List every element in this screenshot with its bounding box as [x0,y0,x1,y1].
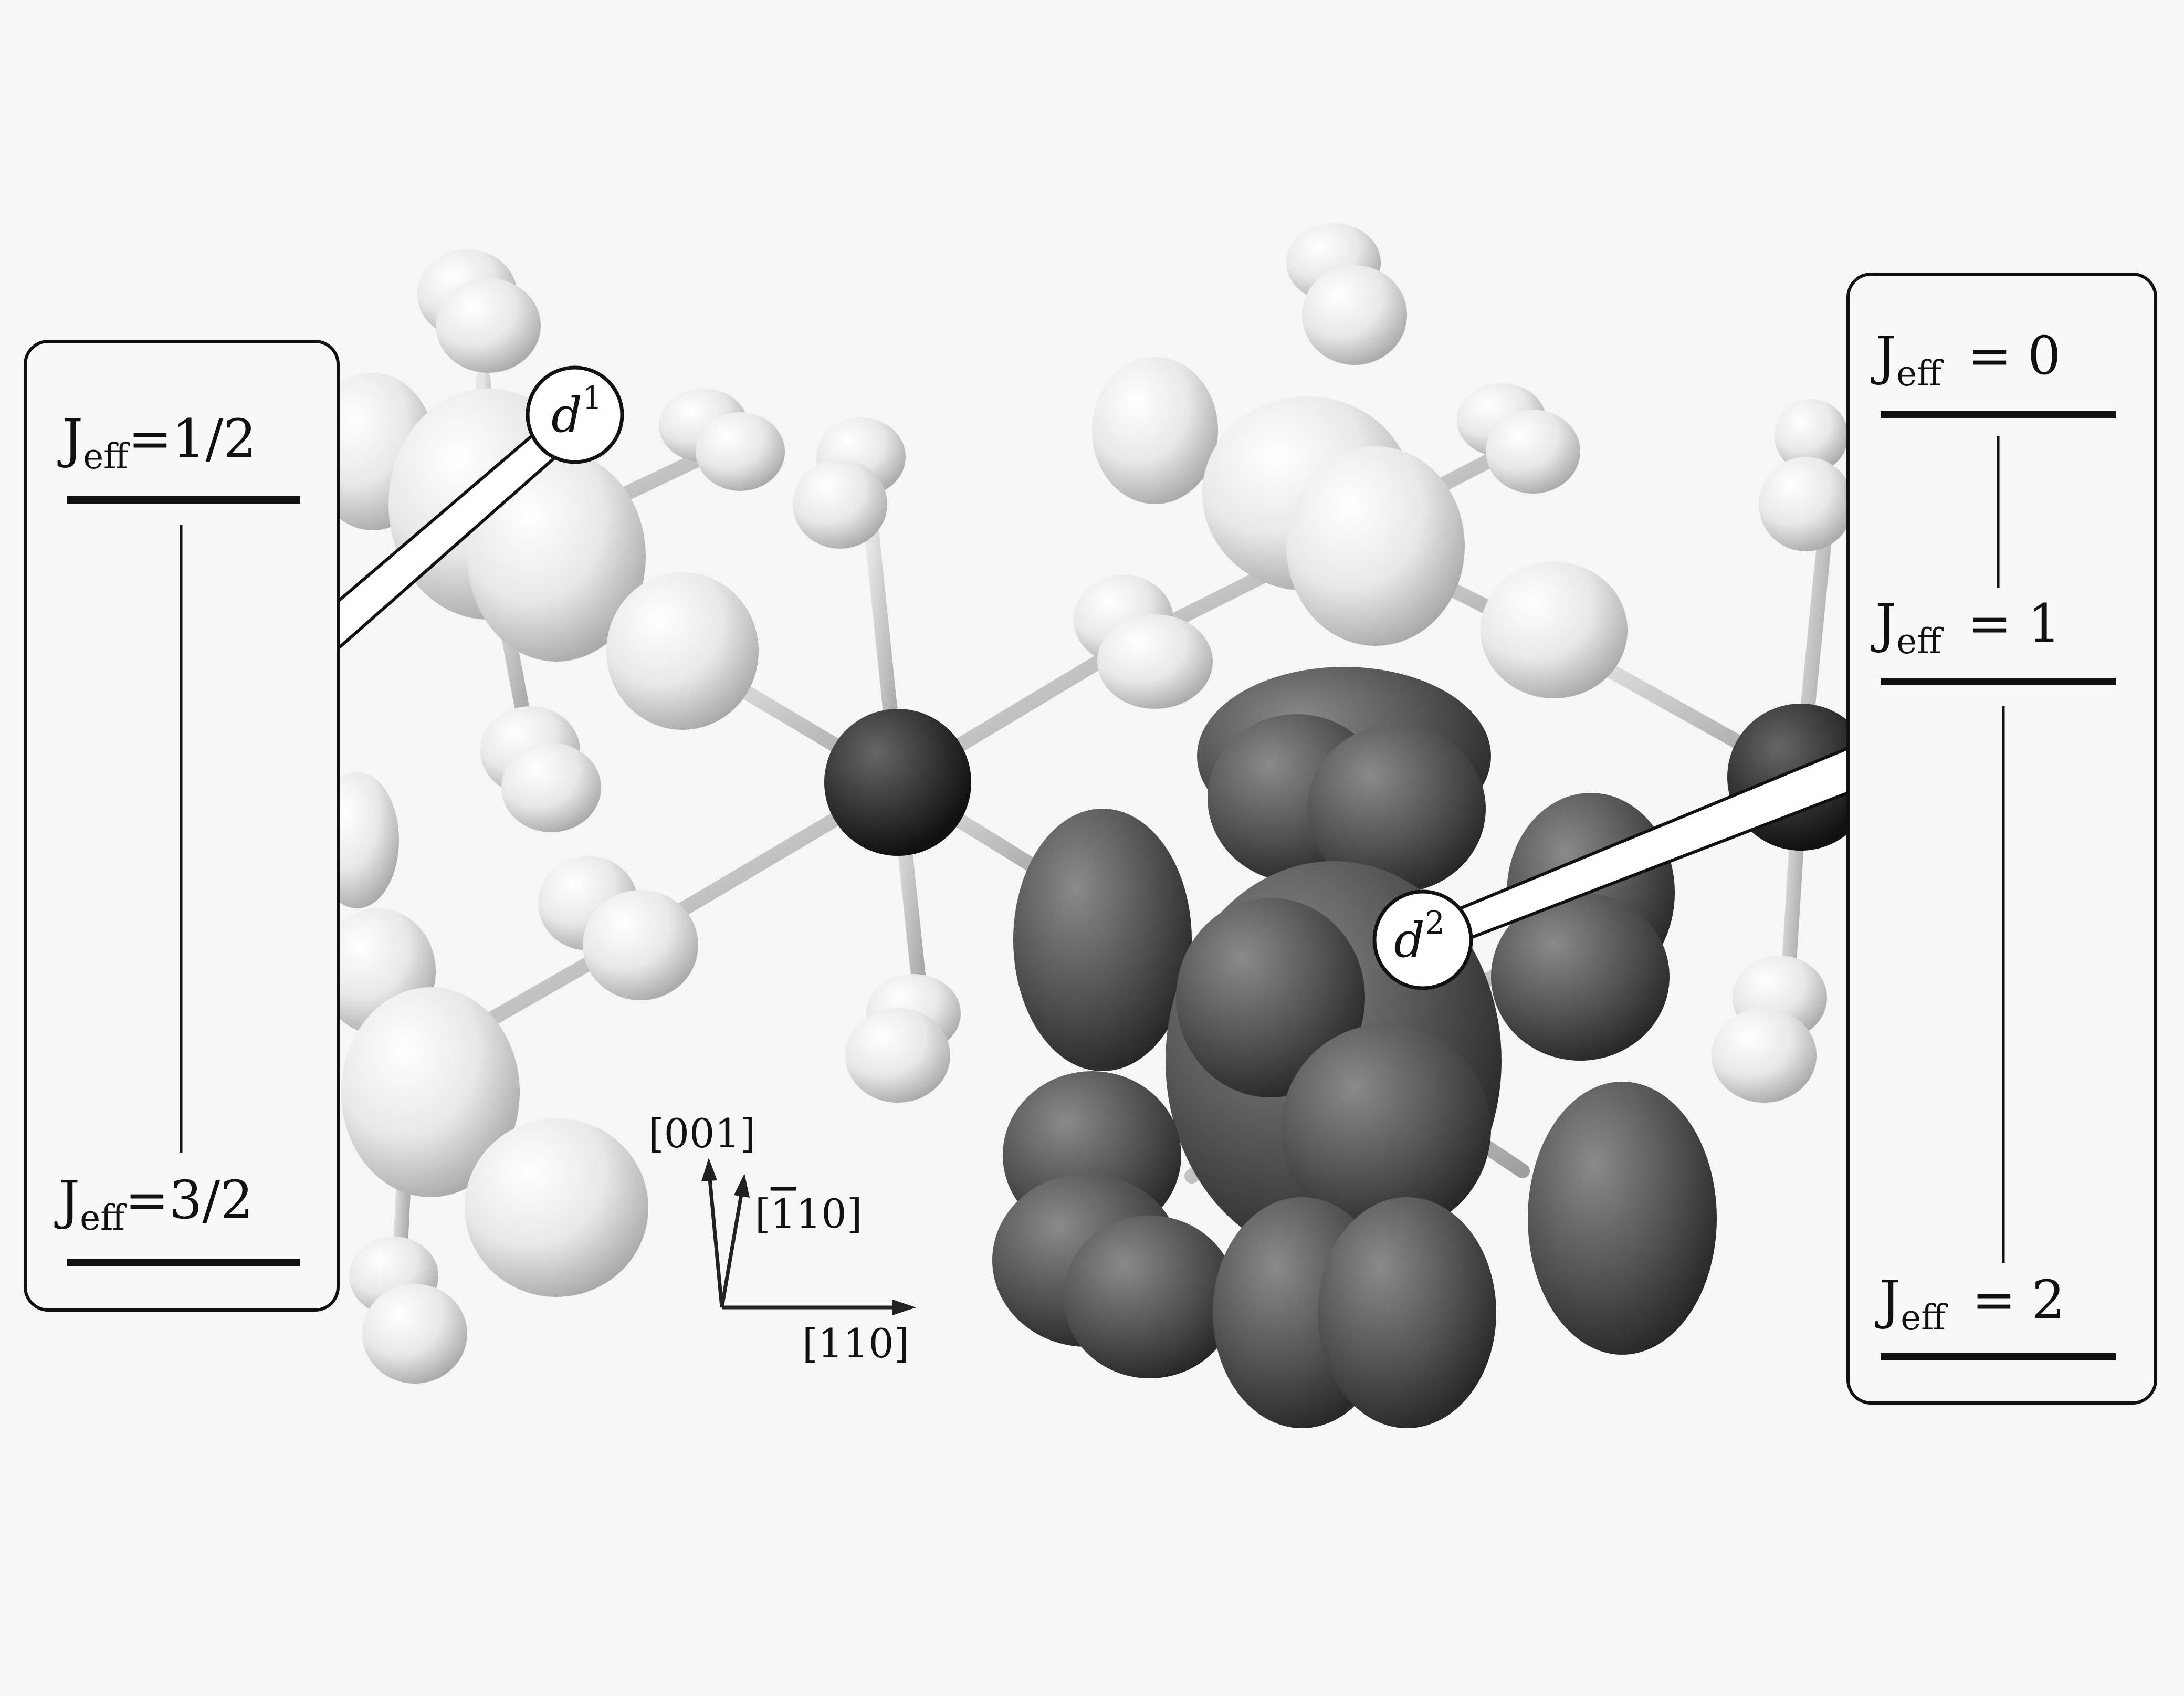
orbital-lobe [1774,399,1848,473]
level-label-jeff-1: Jeff=1 [1871,593,2061,662]
orbital-lobe [1712,1008,1816,1103]
level-label-jeff-2: Jeff=2 [1875,1269,2065,1338]
callout-label-d2: d2 [1394,905,1445,968]
axis-110-arrowhead [892,1300,916,1315]
axis-001-line [708,1178,724,1308]
light-orbitals [310,223,1853,1384]
orbital-lobe [362,1284,467,1384]
metal-atom [824,709,971,856]
orbital-lobe [1491,893,1670,1061]
orbital-lobe [1480,562,1628,698]
orbital-lobe [1302,265,1407,365]
orbital-lobe [696,412,785,491]
level-label-jeff-3-2: Jeff=3/2 [54,1169,254,1238]
orbital-lobe [465,1118,648,1297]
left-energy-panel: Jeff=1/2 Jeff=3/2 d1 [24,340,624,1312]
orbital-lobe [467,452,646,662]
orbital-lobe [501,743,601,832]
orbital-lobe [1176,898,1365,1097]
orbital-lobe [1281,1024,1491,1234]
right-energy-panel: Jeff=0 Jeff=1 Jeff=2 d2 [1372,273,2157,1405]
orbital-lobe [583,890,698,1000]
orbital-lobe [1759,457,1853,551]
callout-label-d1: d1 [551,380,602,443]
level-label-jeff-1-2: Jeff=1/2 [57,408,257,477]
axis-001-arrowhead [701,1158,717,1181]
crystal-axes: [001] [110] [110] [648,1110,916,1367]
orbital-lobe [436,278,541,373]
axis-label-m110: [110] [755,1190,862,1237]
axis-label-110: [110] [802,1320,909,1367]
orbital-lobe [793,459,887,549]
orbital-lobe [1486,410,1580,494]
panel-box [1846,273,2157,1405]
orbital-lobe [1318,1197,1496,1428]
axis-label-001: [001] [648,1110,755,1157]
orbital-lobe [1092,357,1218,504]
orbital-lobe [1063,1216,1236,1378]
orbital-lobe [1307,725,1486,893]
orbital-lobe [341,987,520,1197]
axis-m110-line [720,1194,743,1308]
dark-orbitals [992,667,1717,1428]
orbital-lobe [845,1008,950,1103]
callout-circle-d2 [1372,889,1473,990]
orbital-lobe [1528,1082,1717,1355]
orbital-lobe [1097,614,1213,709]
orbital-lobe [1013,809,1192,1071]
axis-m110-arrowhead [734,1174,750,1198]
orbital-lobe [606,572,759,730]
level-label-jeff-0: Jeff=0 [1871,325,2061,394]
callout-circle-d1 [526,365,624,464]
orbital-lobe [1286,446,1465,646]
